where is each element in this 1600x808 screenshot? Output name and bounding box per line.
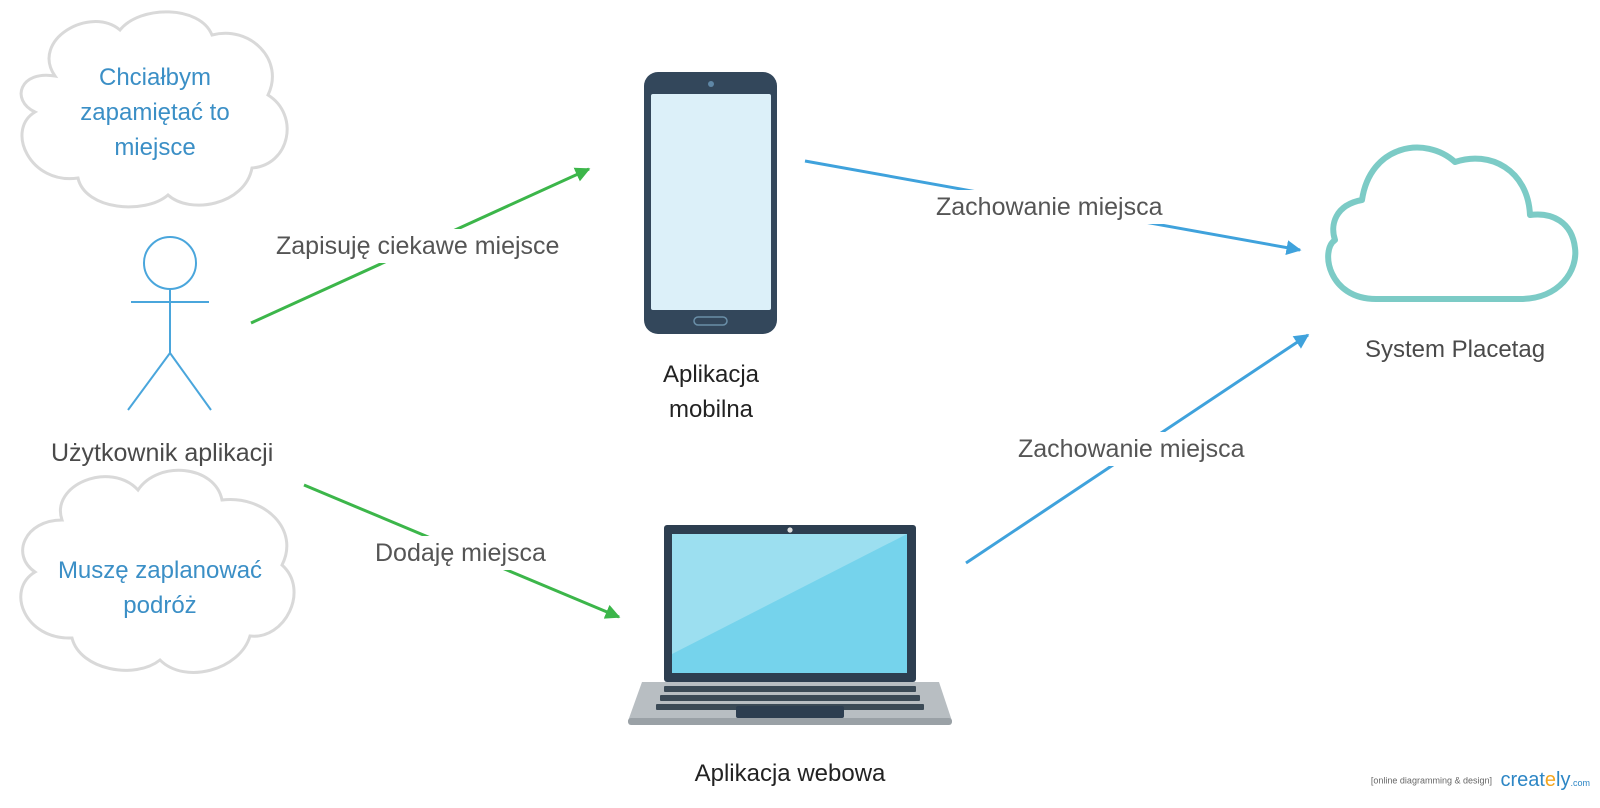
creately-logo: creately.com	[1500, 769, 1590, 791]
mobile-app-label: Aplikacja mobilna	[662, 361, 760, 423]
mobile-phone-icon	[644, 72, 777, 334]
user-actor-icon	[127, 236, 212, 411]
arrow-label-mobile-to-cloud: Zachowanie miejsca	[932, 190, 1167, 224]
thought-cloud-top-icon	[19, 10, 289, 209]
placetag-system-label: System Placetag	[1364, 336, 1546, 363]
web-app-label: Aplikacja webowa	[694, 760, 886, 787]
arrow-label-web-to-cloud: Zachowanie miejsca	[1014, 432, 1249, 466]
placetag-cloud-icon	[1325, 144, 1579, 302]
thought-cloud-bottom-icon	[19, 468, 296, 674]
thought-text-bottom: Muszę zaplanować podróż	[57, 557, 263, 619]
creately-branding[interactable]: [online diagramming & design] creately.c…	[1371, 769, 1590, 792]
thought-text-top: Chciałbym zapamiętać to miejsce	[80, 64, 230, 161]
user-actor-label: Użytkownik aplikacji	[51, 439, 274, 467]
arrow-label-user-to-web: Dodaję miejsca	[371, 536, 550, 570]
laptop-icon	[628, 525, 952, 725]
arrow-label-user-to-mobile: Zapisuję ciekawe miejsce	[272, 229, 564, 263]
branding-tagline: [online diagramming & design]	[1370, 775, 1492, 786]
